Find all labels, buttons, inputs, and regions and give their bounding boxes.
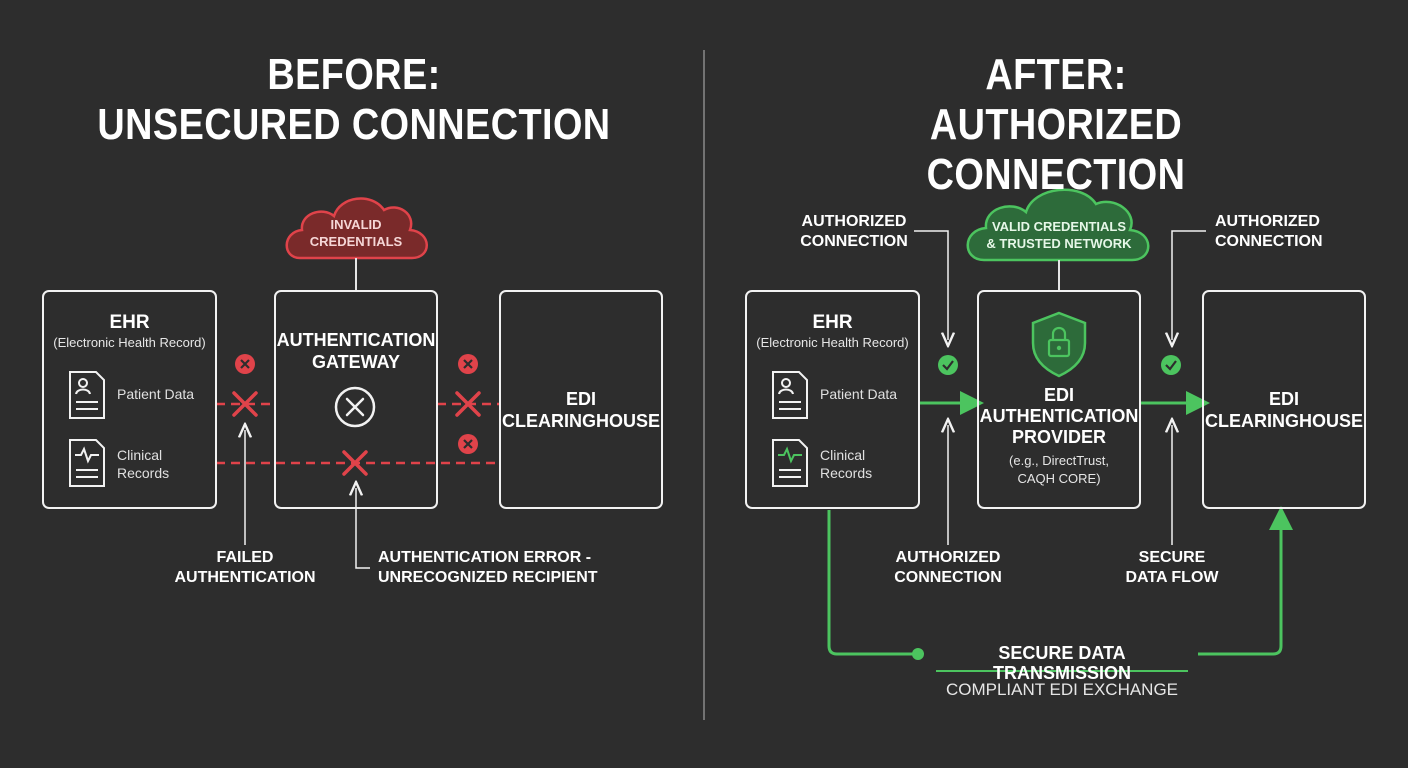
patient-data-icon xyxy=(69,371,105,419)
edi-authentication-provider-title: EDI AUTHENTICATION PROVIDER xyxy=(979,385,1139,447)
gateway-blocked-icon xyxy=(334,386,376,428)
authentication-error-label: AUTHENTICATION ERROR - UNRECOGNIZED RECI… xyxy=(378,549,598,586)
secure-transmission-path-end xyxy=(1198,506,1293,656)
edi-clearinghouse-box-before xyxy=(499,290,663,509)
check-badge-icon xyxy=(938,355,1181,375)
secure-data-flow-label: SECURE DATA FLOW xyxy=(1125,549,1219,586)
secure-data-transmission-label: SECURE DATA TRANSMISSION xyxy=(992,643,1131,683)
edi-clearinghouse-box-after xyxy=(1202,290,1366,509)
patient-data-icon xyxy=(772,371,808,419)
invalid-credentials-cloud xyxy=(285,197,428,260)
patient-data-label: Patient Data xyxy=(820,386,898,402)
valid-credentials-label: VALID CREDENTIALS & TRUSTED NETWORK xyxy=(986,219,1132,251)
before-title-line1: BEFORE: xyxy=(267,50,441,99)
auth-conn-tr-arrow xyxy=(1172,230,1206,340)
before-title: BEFORE: UNSECURED CONNECTION xyxy=(96,50,612,150)
auth-error-arrow xyxy=(356,488,370,569)
ehr-box-before xyxy=(42,290,217,509)
after-title-line2: AUTHORIZED CONNECTION xyxy=(926,100,1186,199)
clinical-records-label: Clinical Records xyxy=(117,447,170,481)
error-badge-icon xyxy=(235,354,478,454)
after-title: AFTER: AUTHORIZED CONNECTION xyxy=(798,50,1314,200)
authentication-gateway-title: AUTHENTICATION GATEWAY xyxy=(276,330,436,372)
clinical-records-icon xyxy=(772,439,808,487)
clinical-records-icon xyxy=(69,439,105,487)
edi-authentication-provider-box xyxy=(977,290,1141,509)
edi-authentication-provider-examples: (e.g., DirectTrust, CAQH CORE) xyxy=(1009,453,1109,486)
authorized-connection-label-bottom: AUTHORIZED CONNECTION xyxy=(894,549,1002,586)
patient-data-label: Patient Data xyxy=(117,386,195,402)
invalid-credentials-label: INVALID CREDENTIALS xyxy=(309,217,403,249)
authorized-connection-label-tr: AUTHORIZED CONNECTION xyxy=(1215,213,1323,250)
x-mark-icon xyxy=(232,391,481,476)
compliant-edi-exchange-label: COMPLIANT EDI EXCHANGE xyxy=(945,680,1179,699)
valid-credentials-cloud xyxy=(966,188,1150,262)
after-title-line1: AFTER: xyxy=(985,50,1127,99)
ehr-subtitle: (Electronic Health Record) xyxy=(756,335,909,350)
failed-authentication-label: FAILED AUTHENTICATION xyxy=(174,549,316,586)
ehr-box-after xyxy=(745,290,920,509)
before-title-line2: UNSECURED CONNECTION xyxy=(97,100,611,149)
authentication-gateway-box xyxy=(274,290,438,509)
transmission-start-dot xyxy=(912,648,924,660)
ehr-subtitle: (Electronic Health Record) xyxy=(53,335,206,350)
secure-transmission-path xyxy=(827,510,918,656)
clinical-records-label: Clinical Records xyxy=(820,447,873,481)
auth-conn-tl-arrow xyxy=(914,230,948,340)
edi-clearinghouse-title-before: EDI CLEARINGHOUSE xyxy=(501,389,660,431)
ehr-title: EHR xyxy=(812,312,853,333)
ehr-title: EHR xyxy=(109,312,150,333)
edi-clearinghouse-title-after: EDI CLEARINGHOUSE xyxy=(1204,389,1363,431)
shield-lock-icon xyxy=(1031,311,1087,378)
authorized-connection-label-tl: AUTHORIZED CONNECTION xyxy=(800,213,908,250)
